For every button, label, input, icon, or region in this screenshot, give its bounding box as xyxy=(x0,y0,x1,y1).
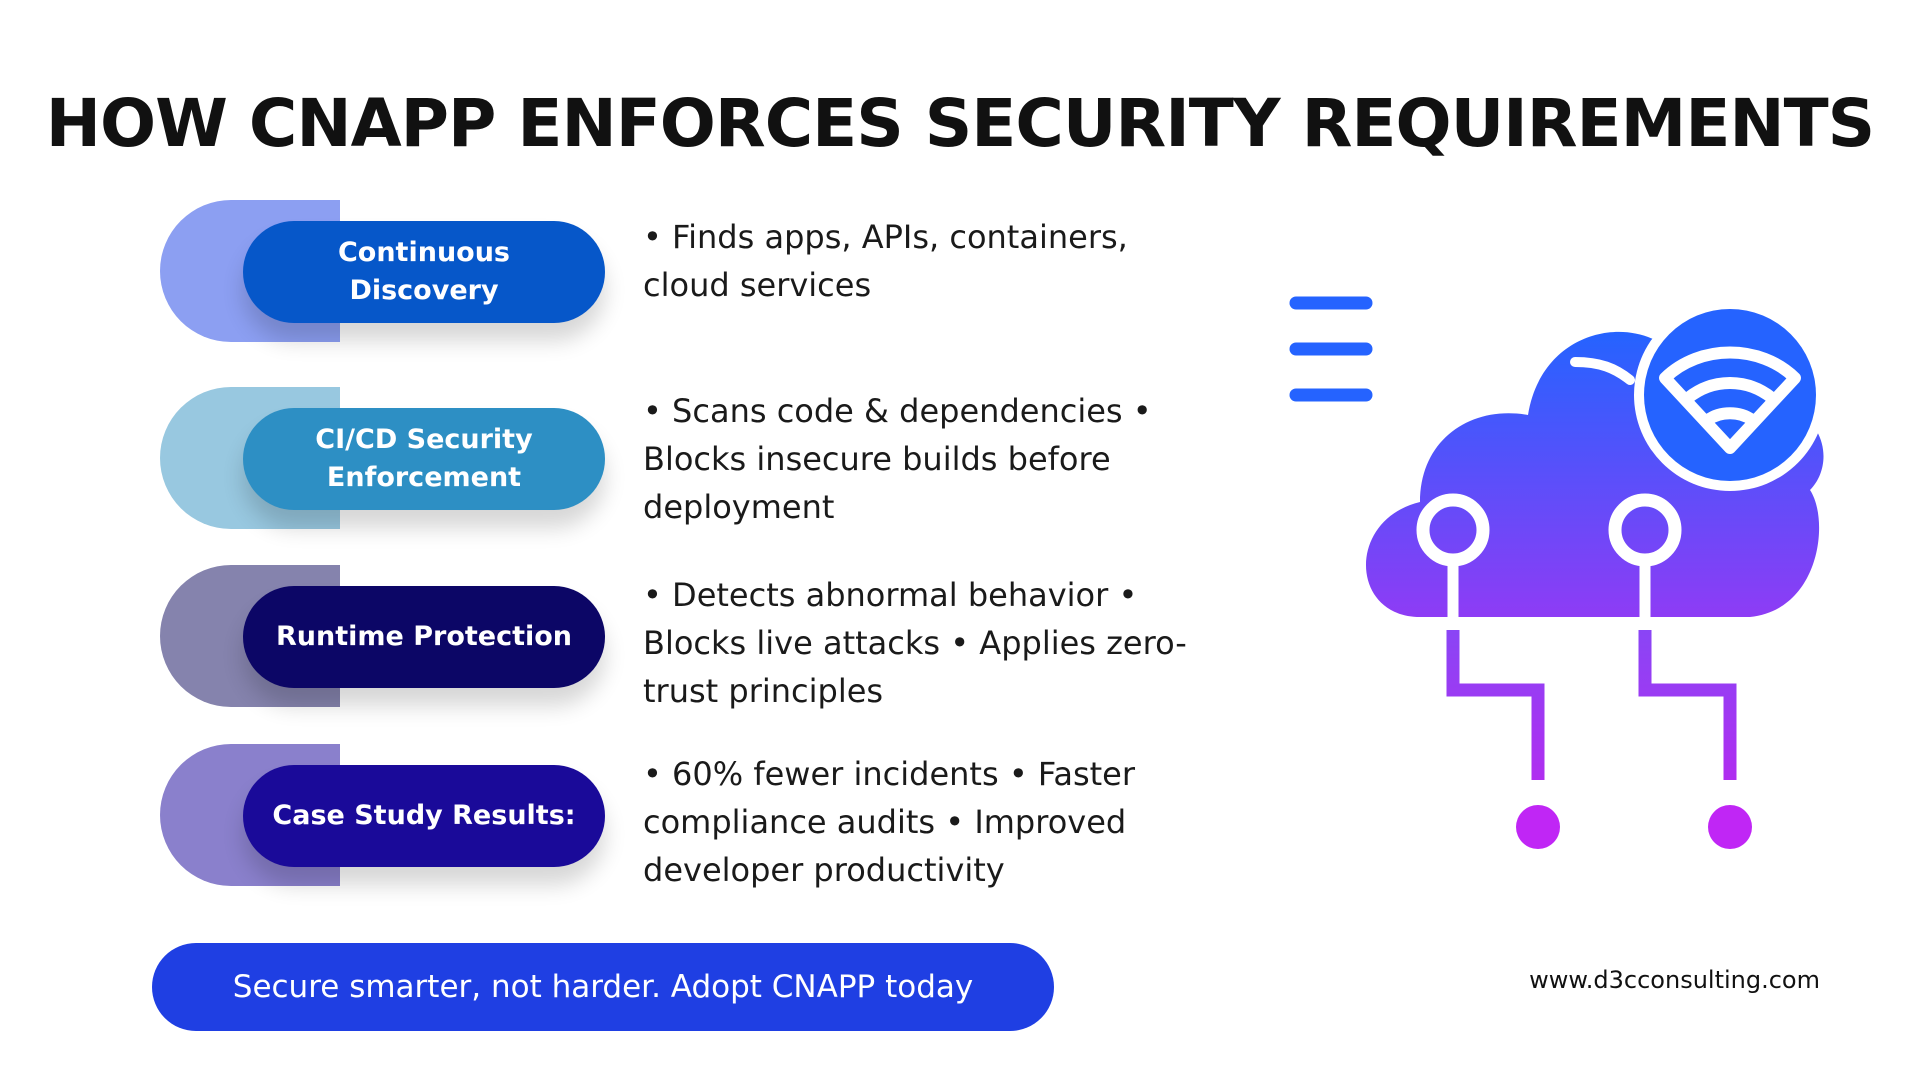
circuit-node-left xyxy=(1516,805,1560,849)
connector-ring-left xyxy=(1416,493,1490,567)
feature-row-case-study: Case Study Results: • 60% fewer incident… xyxy=(160,744,1260,889)
circuit-node-right xyxy=(1708,805,1752,849)
cicd-security-description: • Scans code & dependencies • Blocks ins… xyxy=(643,392,1152,526)
cloud-network-wifi-icon xyxy=(1270,280,1850,870)
page-title: HOW CNAPP ENFORCES SECURITY REQUIREMENTS xyxy=(45,85,1875,162)
wifi-icon xyxy=(1659,346,1801,454)
website-url[interactable]: www.d3cconsulting.com xyxy=(1529,966,1820,994)
circuit-wire-left xyxy=(1446,630,1545,780)
runtime-protection-pill: Runtime Protection xyxy=(243,586,605,688)
case-study-pill: Case Study Results: xyxy=(243,765,605,867)
speed-lines-icon xyxy=(1289,296,1373,402)
cicd-security-pill: CI/CD Security Enforcement xyxy=(243,408,605,510)
feature-row-runtime-protection: Runtime Protection • Detects abnormal be… xyxy=(160,565,1260,710)
continuous-discovery-description: • Finds apps, APIs, containers, cloud se… xyxy=(643,218,1128,304)
runtime-protection-description: • Detects abnormal behavior • Blocks liv… xyxy=(643,576,1187,710)
feature-row-cicd-security: CI/CD Security Enforcement • Scans code … xyxy=(160,387,1260,532)
feature-row-continuous-discovery: Continuous Discovery • Finds apps, APIs,… xyxy=(160,200,1260,345)
circuit-wire-right xyxy=(1638,630,1737,780)
continuous-discovery-pill: Continuous Discovery xyxy=(243,221,605,323)
connector-ring-right xyxy=(1608,493,1682,567)
cta-button[interactable]: Secure smarter, not harder. Adopt CNAPP … xyxy=(152,943,1054,1031)
case-study-description: • 60% fewer incidents • Faster complianc… xyxy=(643,755,1135,889)
